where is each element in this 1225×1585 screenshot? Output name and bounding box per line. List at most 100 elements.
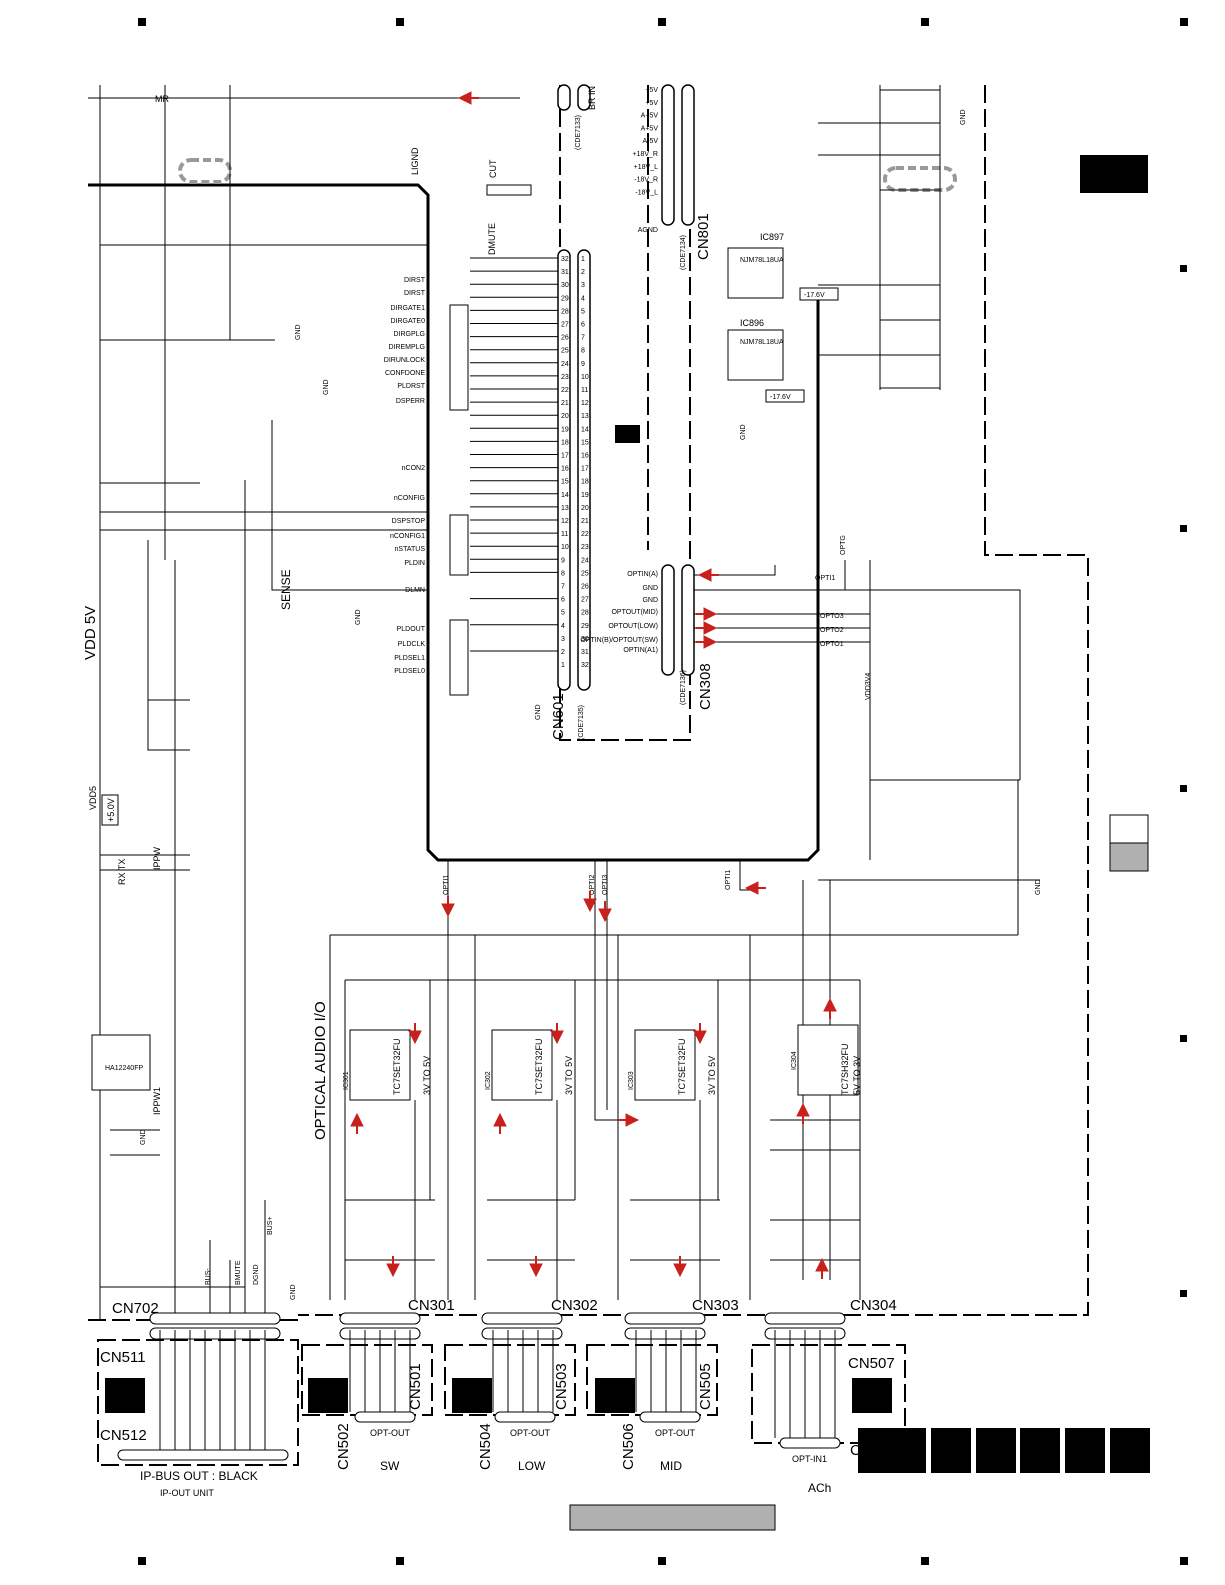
cn601-pin-number: 21 [581,518,589,525]
cn601-pin-number: 19 [581,492,589,499]
cn308-signal-label: GND [642,585,658,592]
cn601-signal-label: PLDSEL0 [394,668,425,675]
opti-ach-board-label: OPTI1 [725,870,732,890]
ic896-label: IC896 [740,318,764,328]
cn507-label: CN507 [848,1355,895,1372]
cn801-power-label: +5V [645,87,658,94]
cut-label: CUT [488,159,498,178]
cn601-pin-number: 24 [561,361,569,368]
low-opt-out-label: OPT-OUT [510,1428,551,1438]
gnd-label-3: GND [355,609,362,625]
bus-plus-label: BUS+ [267,1217,274,1235]
cn801-power-label: +18V_L [634,164,658,171]
cn601-pin-number: 25 [561,348,569,355]
cn308-connector-a [661,564,675,676]
bottom-connector-pill [481,1327,563,1340]
cn801-connector-a [661,84,675,226]
cn801-power-label: A+5V [641,113,659,120]
cn601-pin-number: 5 [581,308,585,315]
cn601-pin-number: 9 [561,557,565,564]
highlight-capsule-right [883,166,957,192]
cn302-label: CN302 [551,1297,598,1314]
cn601-pin-number: 19 [561,426,569,433]
cn601-pin-number: 7 [581,335,585,342]
transistor-wiring [345,935,861,1300]
cn601-pin-number: 27 [581,597,589,604]
lignd-label: LIGND [410,147,420,175]
cn601-pin-number: 15 [581,439,589,446]
gnd-label-1: GND [295,324,302,340]
cn601-pin-number: 15 [561,479,569,486]
ic304-label: IC304 [791,1051,798,1070]
cn505-label: CN505 [697,1363,714,1410]
dgnd-label: DGND [253,1264,260,1285]
cn601-pin-number: 5 [561,610,565,617]
cn308-out-opti1: OPTI1 [815,575,835,582]
vdd5v-label: VDD 5V [82,606,99,660]
cn601-signal-label: PLDSEL1 [394,655,425,662]
cn308-out-lines [694,560,1040,935]
gnd-label-8: GND [140,1129,147,1145]
cn308-signal-label: OPTIN(A1) [623,647,658,654]
opti3-board-label: OPTI3 [602,875,609,895]
bottom-index-blocks [858,1428,1150,1473]
bottom-connector-pill [149,1312,281,1325]
cn601-pin-number: 11 [581,387,588,394]
cde7136-label: (CDE7136) [680,670,687,705]
sw-opt-out-label: OPT-OUT [370,1428,411,1438]
cn601-label: CN601 [550,693,567,740]
cn601-connector-b [577,249,591,691]
gnd-label-4: GND [535,704,542,720]
optg-label: OPTG [840,535,847,555]
side-tab-white [1109,814,1149,844]
cn601-signal-label: DIRGATE0 [391,318,426,325]
cn601-pin-number: 14 [581,426,589,433]
cn601-signal-label: nCON2 [402,465,425,472]
cn601-pin-number: 23 [581,544,589,551]
cn601-pin-number: 28 [561,308,569,315]
resistor-arrays [449,304,469,696]
ic304-part: TC7SH32FU [840,1043,850,1095]
cn601-pin-number: 17 [581,466,589,473]
cn601-pin-number: 18 [581,479,589,486]
cn601-pin-number: 10 [561,544,569,551]
cut-box [486,184,532,196]
cn601-pin-number: 23 [561,374,569,381]
bottom-connectors [149,1312,846,1340]
ic302-desc: 3V TO 5V [564,1056,574,1095]
cn601-pin-number: 21 [561,400,569,407]
gnd-label-9: GND [290,1284,297,1300]
bottom-connector-pill [624,1312,706,1325]
cn601-pin-number: 31 [581,649,589,656]
cn601-pin-number: 1 [561,662,565,669]
cn601-pin-number: 20 [561,413,569,420]
cn601-pin-number: 16 [581,453,589,460]
bottom-connector-pill [481,1312,563,1325]
cn601-pin-number: 17 [561,453,569,460]
cn601-signal-label: nCONFIG1 [390,533,425,540]
opt-pill-connectors [354,1411,841,1449]
cn601-pin-number: 32 [581,662,589,669]
connector-body-blocks [105,1378,892,1413]
cn601-signal-label: DSPSTOP [392,518,426,525]
gnd-label-5: GND [740,424,747,440]
cn801-power-label: +18V_R [633,151,659,158]
cn303-label: CN303 [692,1297,739,1314]
cn801-power-label: +5V [645,100,658,107]
signal-arrows [350,91,837,1279]
cn601-pin-number: 3 [561,636,565,643]
vdd5-label: VDD5 [88,786,98,810]
ic303-part: TC7SET32FU [677,1038,687,1095]
cn601-pin-number: 13 [561,505,569,512]
cn601-pin-number: 29 [581,623,589,630]
cn601-signal-label: PLDRST [397,383,425,390]
cn601-signal-label: PLDOUT [397,626,426,633]
cn601-pin-number: 2 [581,269,585,276]
cn304-label: CN304 [850,1297,897,1314]
bus-minus-label: BUS- [205,1268,212,1285]
ic301-part: TC7SET32FU [392,1038,402,1095]
cn601-signal-labels: DIRSTDIRSTDIRGATE1DIRGATE0DIRGPLGDIREMPL… [384,277,426,675]
cn308-out-opto3: OPTO3 [820,613,844,620]
side-tab-black [1080,155,1148,193]
